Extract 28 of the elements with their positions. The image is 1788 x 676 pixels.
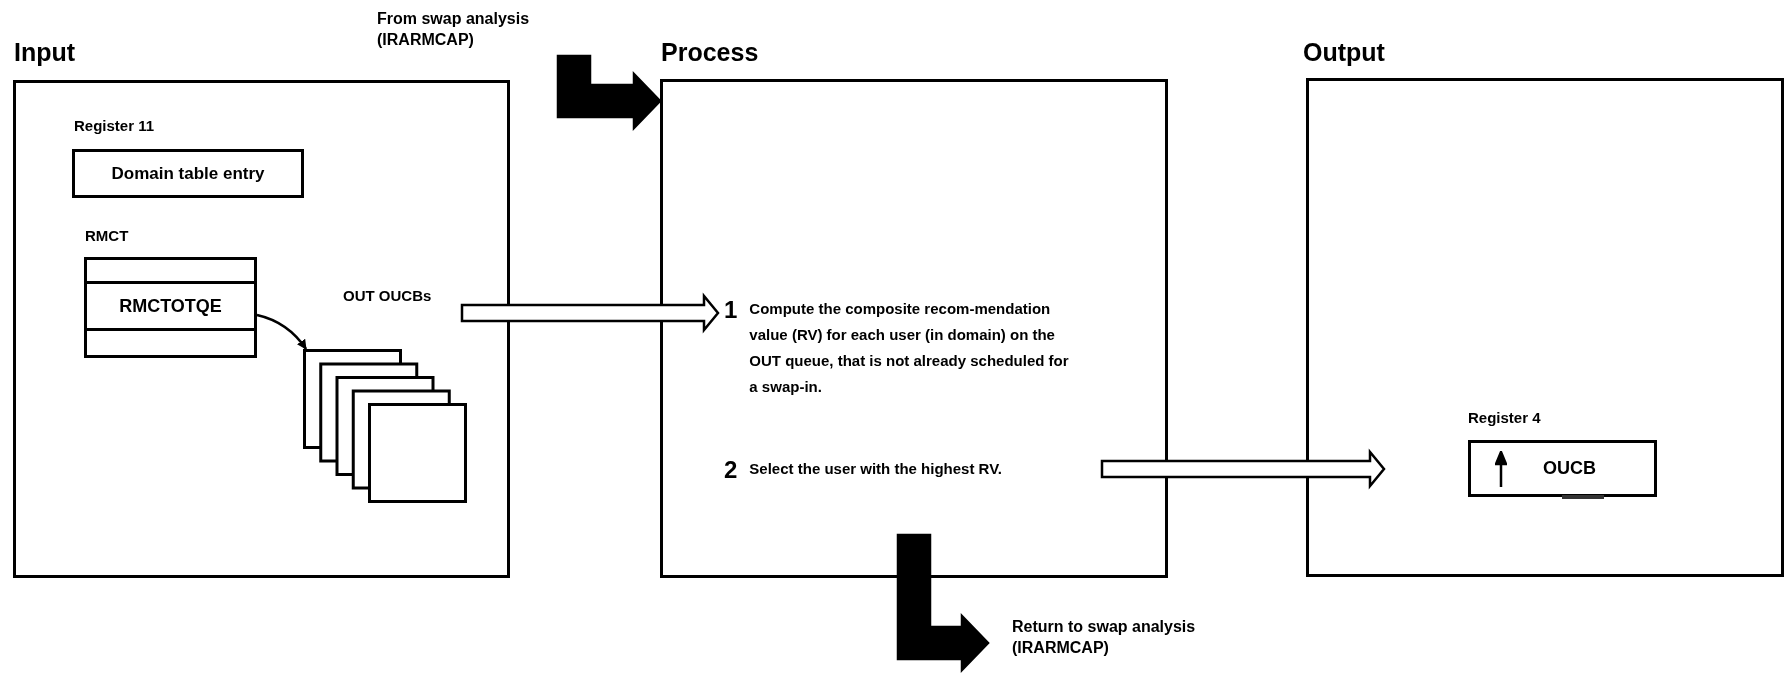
register-box (1468, 440, 1657, 497)
section-panel (660, 79, 1168, 578)
oucb-stack-drawing (303, 349, 467, 503)
panel-heading: Process (661, 40, 759, 65)
box-caption: RMCT (85, 227, 129, 246)
block-arrow (556, 54, 662, 132)
hollow-arrow (460, 292, 720, 334)
register-box (72, 149, 304, 198)
hollow-arrow (1100, 448, 1386, 490)
arrow (256, 313, 308, 350)
annotation-text: Return to swap analysis (IRARMCAP) (1012, 617, 1197, 658)
section-panel (1306, 78, 1784, 577)
box-caption: Register 11 (74, 117, 155, 136)
step-text: Compute the composite recom-mendation value (RV) for each user (in domain) on the OUT queue, that is not already scheduled for a swap-in. (749, 299, 1070, 397)
block-arrow (896, 533, 990, 674)
panel-heading: Input (14, 40, 76, 65)
box-text: OUCB (1543, 457, 1596, 480)
box-caption: OUT OUCBs (343, 287, 432, 306)
step-number: 2 (724, 458, 738, 482)
box-text: Domain table entry (111, 162, 265, 185)
table-field: RMCTOTQE (119, 292, 222, 320)
step-text: Select the user with the highest RV. (749, 459, 1003, 479)
section-panel (13, 80, 510, 578)
step-number: 1 (724, 298, 738, 322)
box-caption: Register 4 (1468, 409, 1541, 428)
panel-heading: Output (1303, 40, 1385, 65)
annotation-text: From swap analysis (IRARMCAP) (377, 9, 531, 50)
control-table (84, 257, 257, 358)
